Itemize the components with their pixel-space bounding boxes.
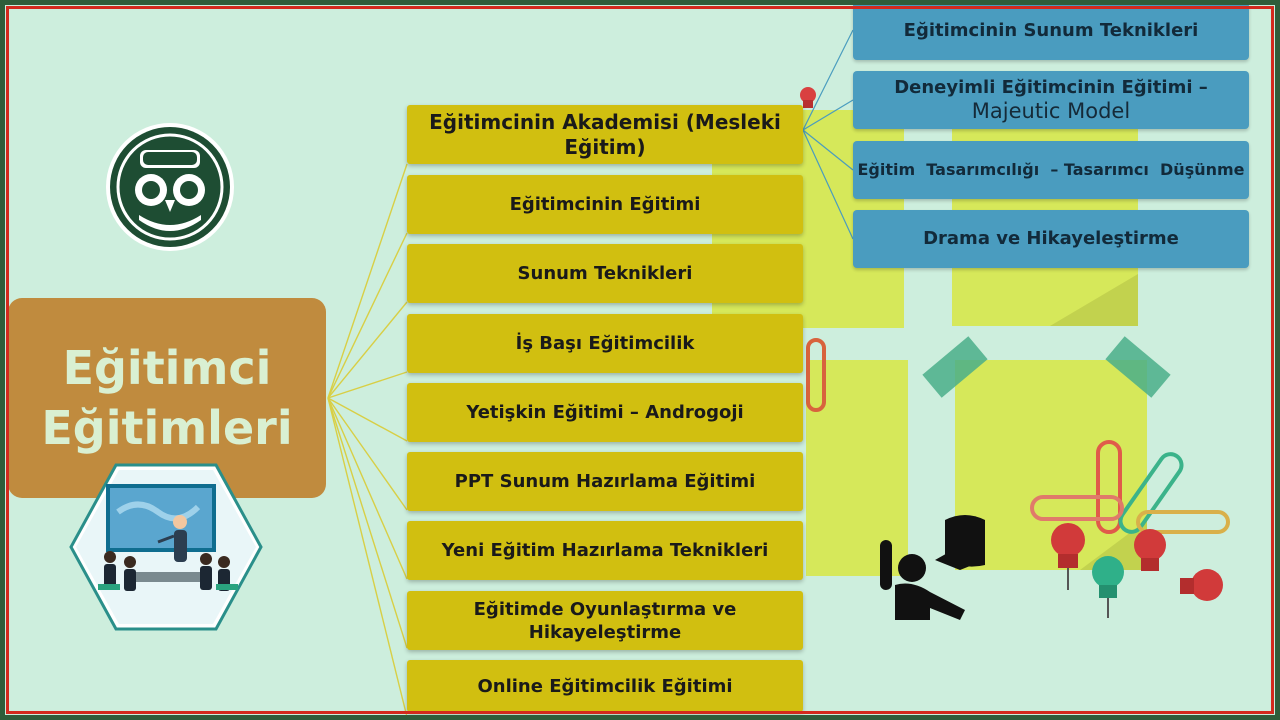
topic-label: Yeni Eğitim Hazırlama Teknikleri [441,540,769,561]
speaker-megaphone-icon [880,515,985,620]
topic-box[interactable]: Eğitimcinin Akademisi (Mesleki Eğitim) [407,105,803,164]
topic-label: Sunum Teknikleri [517,263,693,284]
subtopic-box[interactable]: Eğitim Tasarımcılığı – Tasarımcı Düşünme [853,141,1249,199]
subtopic-label: Drama ve Hikayeleştirme [923,228,1179,249]
topic-box[interactable]: İş Başı Eğitimcilik [407,314,803,373]
subtopic-box[interactable]: Drama ve Hikayeleştirme [853,210,1249,268]
topic-label: PPT Sunum Hazırlama Eğitimi [454,471,756,492]
paper-clip-icon [806,338,1230,534]
topic-box[interactable]: Online Eğitimcilik Eğitimi [407,660,803,712]
subtopic-box[interactable]: Eğitimcinin Sunum Teknikleri [853,2,1249,60]
topic-box[interactable]: Eğitimde Oyunlaştırma ve Hikayeleştirme [407,591,803,650]
slide-frame-inner [6,6,1274,714]
topic-label: İş Başı Eğitimcilik [515,333,695,354]
topic-box[interactable]: Yeni Eğitim Hazırlama Teknikleri [407,521,803,580]
topic-box[interactable]: Yetişkin Eğitimi – Androgoji [407,383,803,442]
topic-label: Yetişkin Eğitimi – Androgoji [466,402,744,423]
subtopic-label: Eğitimcinin Sunum Teknikleri [903,20,1199,41]
main-title: Eğitimci Eğitimleri [41,341,293,455]
topic-box[interactable]: Sunum Teknikleri [407,244,803,303]
tape-icon [922,336,1171,398]
topic-label: Online Eğitimcilik Eğitimi [477,675,733,697]
subtopic-label-line2: Majeutic Model [971,99,1131,123]
meeting-presentation-icon [69,463,263,631]
topic-label: Eğitimde Oyunlaştırma ve Hikayeleştirme [473,598,737,643]
push-pin-icon [800,87,1223,618]
topic-box[interactable]: Eğitimcinin Eğitimi [407,175,803,234]
subtopic-box[interactable]: Deneyimli Eğitimcinin Eğitimi – Majeutic… [853,71,1249,129]
subtopic-label: Deneyimli Eğitimcinin Eğitimi – [894,77,1208,98]
topic-label: Eğitimcinin Eğitimi [509,194,701,215]
topic-box[interactable]: PPT Sunum Hazırlama Eğitimi [407,452,803,511]
owl-logo-icon [106,123,234,251]
topic-label: Eğitimcinin Akademisi (Mesleki Eğitim) [429,109,781,159]
subtopic-label: Eğitim Tasarımcılığı – Tasarımcı Düşünme [857,160,1245,179]
